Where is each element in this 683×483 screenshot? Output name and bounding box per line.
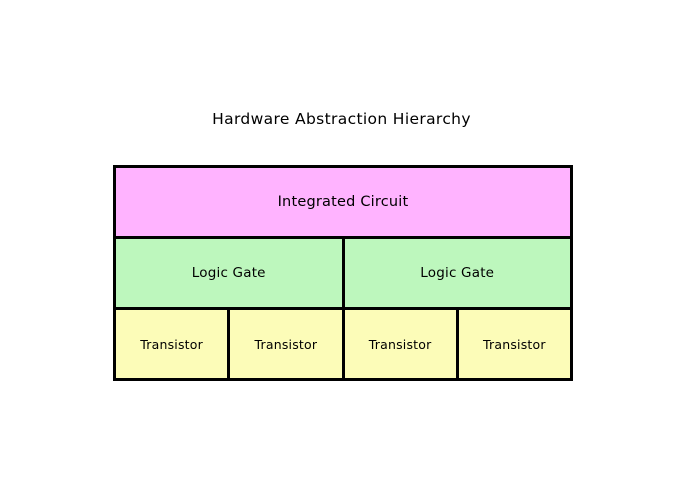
cell-transistor-4[interactable]: Transistor (455, 310, 570, 378)
cell-logic-gate-2[interactable]: Logic Gate (341, 239, 570, 307)
cell-label: Transistor (254, 336, 318, 352)
tier-logic-gate: Logic Gate Logic Gate (116, 236, 570, 307)
cell-logic-gate-1[interactable]: Logic Gate (116, 239, 342, 307)
cell-transistor-3[interactable]: Transistor (341, 310, 456, 378)
cell-label: Transistor (140, 336, 203, 352)
tier-transistor: Transistor Transistor Transistor Transis… (116, 307, 570, 378)
cell-transistor-2[interactable]: Transistor (227, 310, 342, 378)
cell-label: Integrated Circuit (277, 194, 409, 210)
cell-transistor-1[interactable]: Transistor (116, 310, 228, 378)
cell-integrated-circuit[interactable]: Integrated Circuit (116, 168, 570, 236)
page-title: Hardware Abstraction Hierarchy (212, 110, 471, 128)
cell-label: Transistor (368, 336, 432, 352)
cell-label: Logic Gate (191, 265, 266, 281)
tier-integrated-circuit: Integrated Circuit (116, 168, 570, 236)
cell-label: Logic Gate (420, 265, 495, 281)
cell-label: Transistor (483, 336, 546, 352)
hierarchy-diagram: Integrated Circuit Logic Gate Logic Gate… (113, 165, 573, 381)
